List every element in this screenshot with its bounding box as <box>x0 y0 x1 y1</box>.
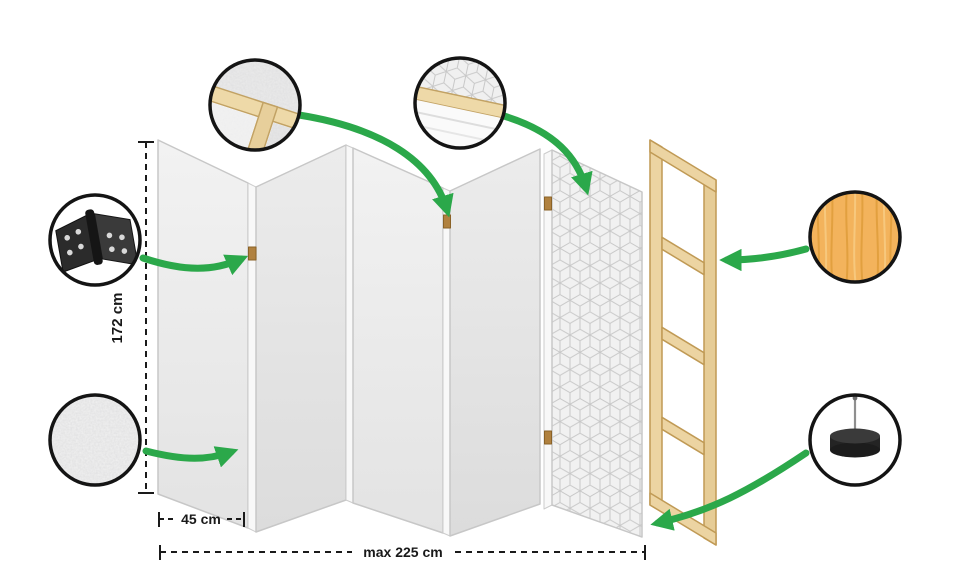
callout-ring <box>808 393 902 487</box>
panel-hinge-pin <box>544 430 552 445</box>
frame-rung <box>661 236 705 276</box>
callout-fleece <box>48 393 142 487</box>
arrow-foot-to-frame <box>650 449 810 531</box>
frame-rung <box>661 416 705 456</box>
frame-right-rail <box>703 172 717 546</box>
arrow-hinge-to-panel <box>139 254 249 276</box>
callout-ring <box>208 58 302 152</box>
frame-rung <box>661 326 705 366</box>
panel-hinge-pin <box>544 196 552 211</box>
wood-grain-icon <box>810 192 900 282</box>
fold-edge-2 <box>345 144 354 504</box>
hinge-icon <box>55 209 139 273</box>
panel-3 <box>352 147 444 534</box>
panel-hinge-pin <box>443 214 451 229</box>
callout-pattern-edge <box>413 56 507 150</box>
callout-ring <box>48 193 142 287</box>
max-width-dimension: max 225 cm <box>159 544 646 560</box>
callout-ring <box>48 393 142 487</box>
fold-edge-3 <box>442 187 451 537</box>
callout-ring <box>808 190 902 284</box>
arrow-corner-to-panel <box>295 111 454 218</box>
folding-screen <box>157 139 643 538</box>
panel-width-label: 45 cm <box>181 511 221 527</box>
arrow-fleece-to-panel <box>142 446 239 468</box>
arrow-wood-to-frame <box>719 245 810 272</box>
panel-hinge-pin <box>248 246 257 261</box>
wooden-frame <box>649 139 717 546</box>
panel-4 <box>449 148 541 537</box>
panel-2 <box>255 144 347 533</box>
panel-hinges <box>248 196 552 445</box>
callout-ring <box>413 56 507 150</box>
height-label: 172 cm <box>109 293 126 344</box>
frame-left-rail <box>649 139 663 513</box>
floor-foot-icon <box>830 395 880 458</box>
callout-hinge <box>48 193 142 287</box>
fold-edge-1 <box>247 182 257 533</box>
callout-arrows <box>139 111 810 531</box>
panel-1 <box>157 139 249 529</box>
callout-foot <box>808 393 902 487</box>
callout-wood <box>808 190 902 284</box>
patterned-panel <box>551 149 643 538</box>
height-dimension: 172 cm <box>109 141 154 494</box>
max-width-label: max 225 cm <box>363 544 442 560</box>
dimensions: 172 cm 45 cm max 225 cm <box>109 141 646 560</box>
fleece-texture-icon <box>50 395 140 485</box>
arrow-pattern-to-panel <box>500 112 593 196</box>
panel-width-dimension: 45 cm <box>158 511 245 527</box>
frame-top-bar <box>649 139 717 193</box>
